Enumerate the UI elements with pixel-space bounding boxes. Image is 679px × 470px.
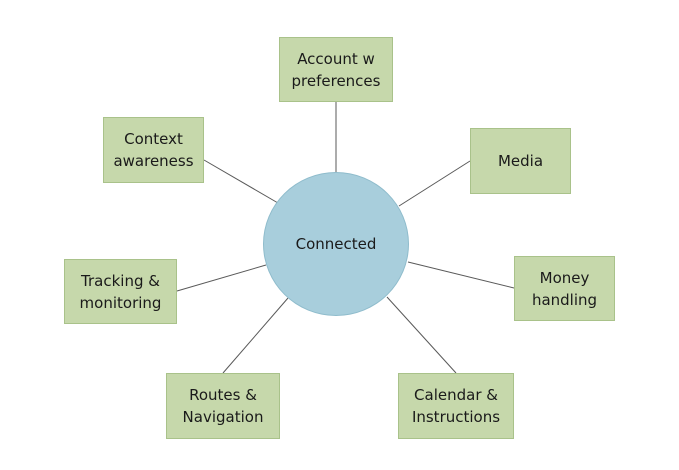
node-account-preferences: Account w preferences (279, 37, 393, 102)
node-label: Media (497, 152, 544, 170)
node-routes-navigation: Routes & Navigation (166, 373, 280, 439)
node-media: Media (470, 128, 571, 194)
node-label: Calendar & Instructions (411, 386, 501, 426)
connector-media (398, 160, 471, 207)
node-tracking-monitoring: Tracking & monitoring (64, 259, 177, 324)
center-node-label: Connected (295, 235, 377, 253)
center-node-connected: Connected (263, 172, 409, 316)
node-label: Money handling (531, 268, 598, 309)
node-calendar-instructions: Calendar & Instructions (398, 373, 514, 439)
node-label: Tracking & monitoring (79, 271, 162, 312)
node-money-handling: Money handling (514, 256, 615, 321)
connector-routes (222, 297, 289, 374)
connector-calendar (386, 296, 457, 374)
connector-money (407, 261, 515, 289)
node-label: Routes & Navigation (182, 386, 264, 426)
node-context-awareness: Context awareness (103, 117, 204, 183)
node-label: Context awareness (113, 130, 194, 170)
connector-context (203, 159, 279, 204)
connector-tracking (176, 264, 267, 292)
node-label: Account w preferences (291, 49, 381, 90)
